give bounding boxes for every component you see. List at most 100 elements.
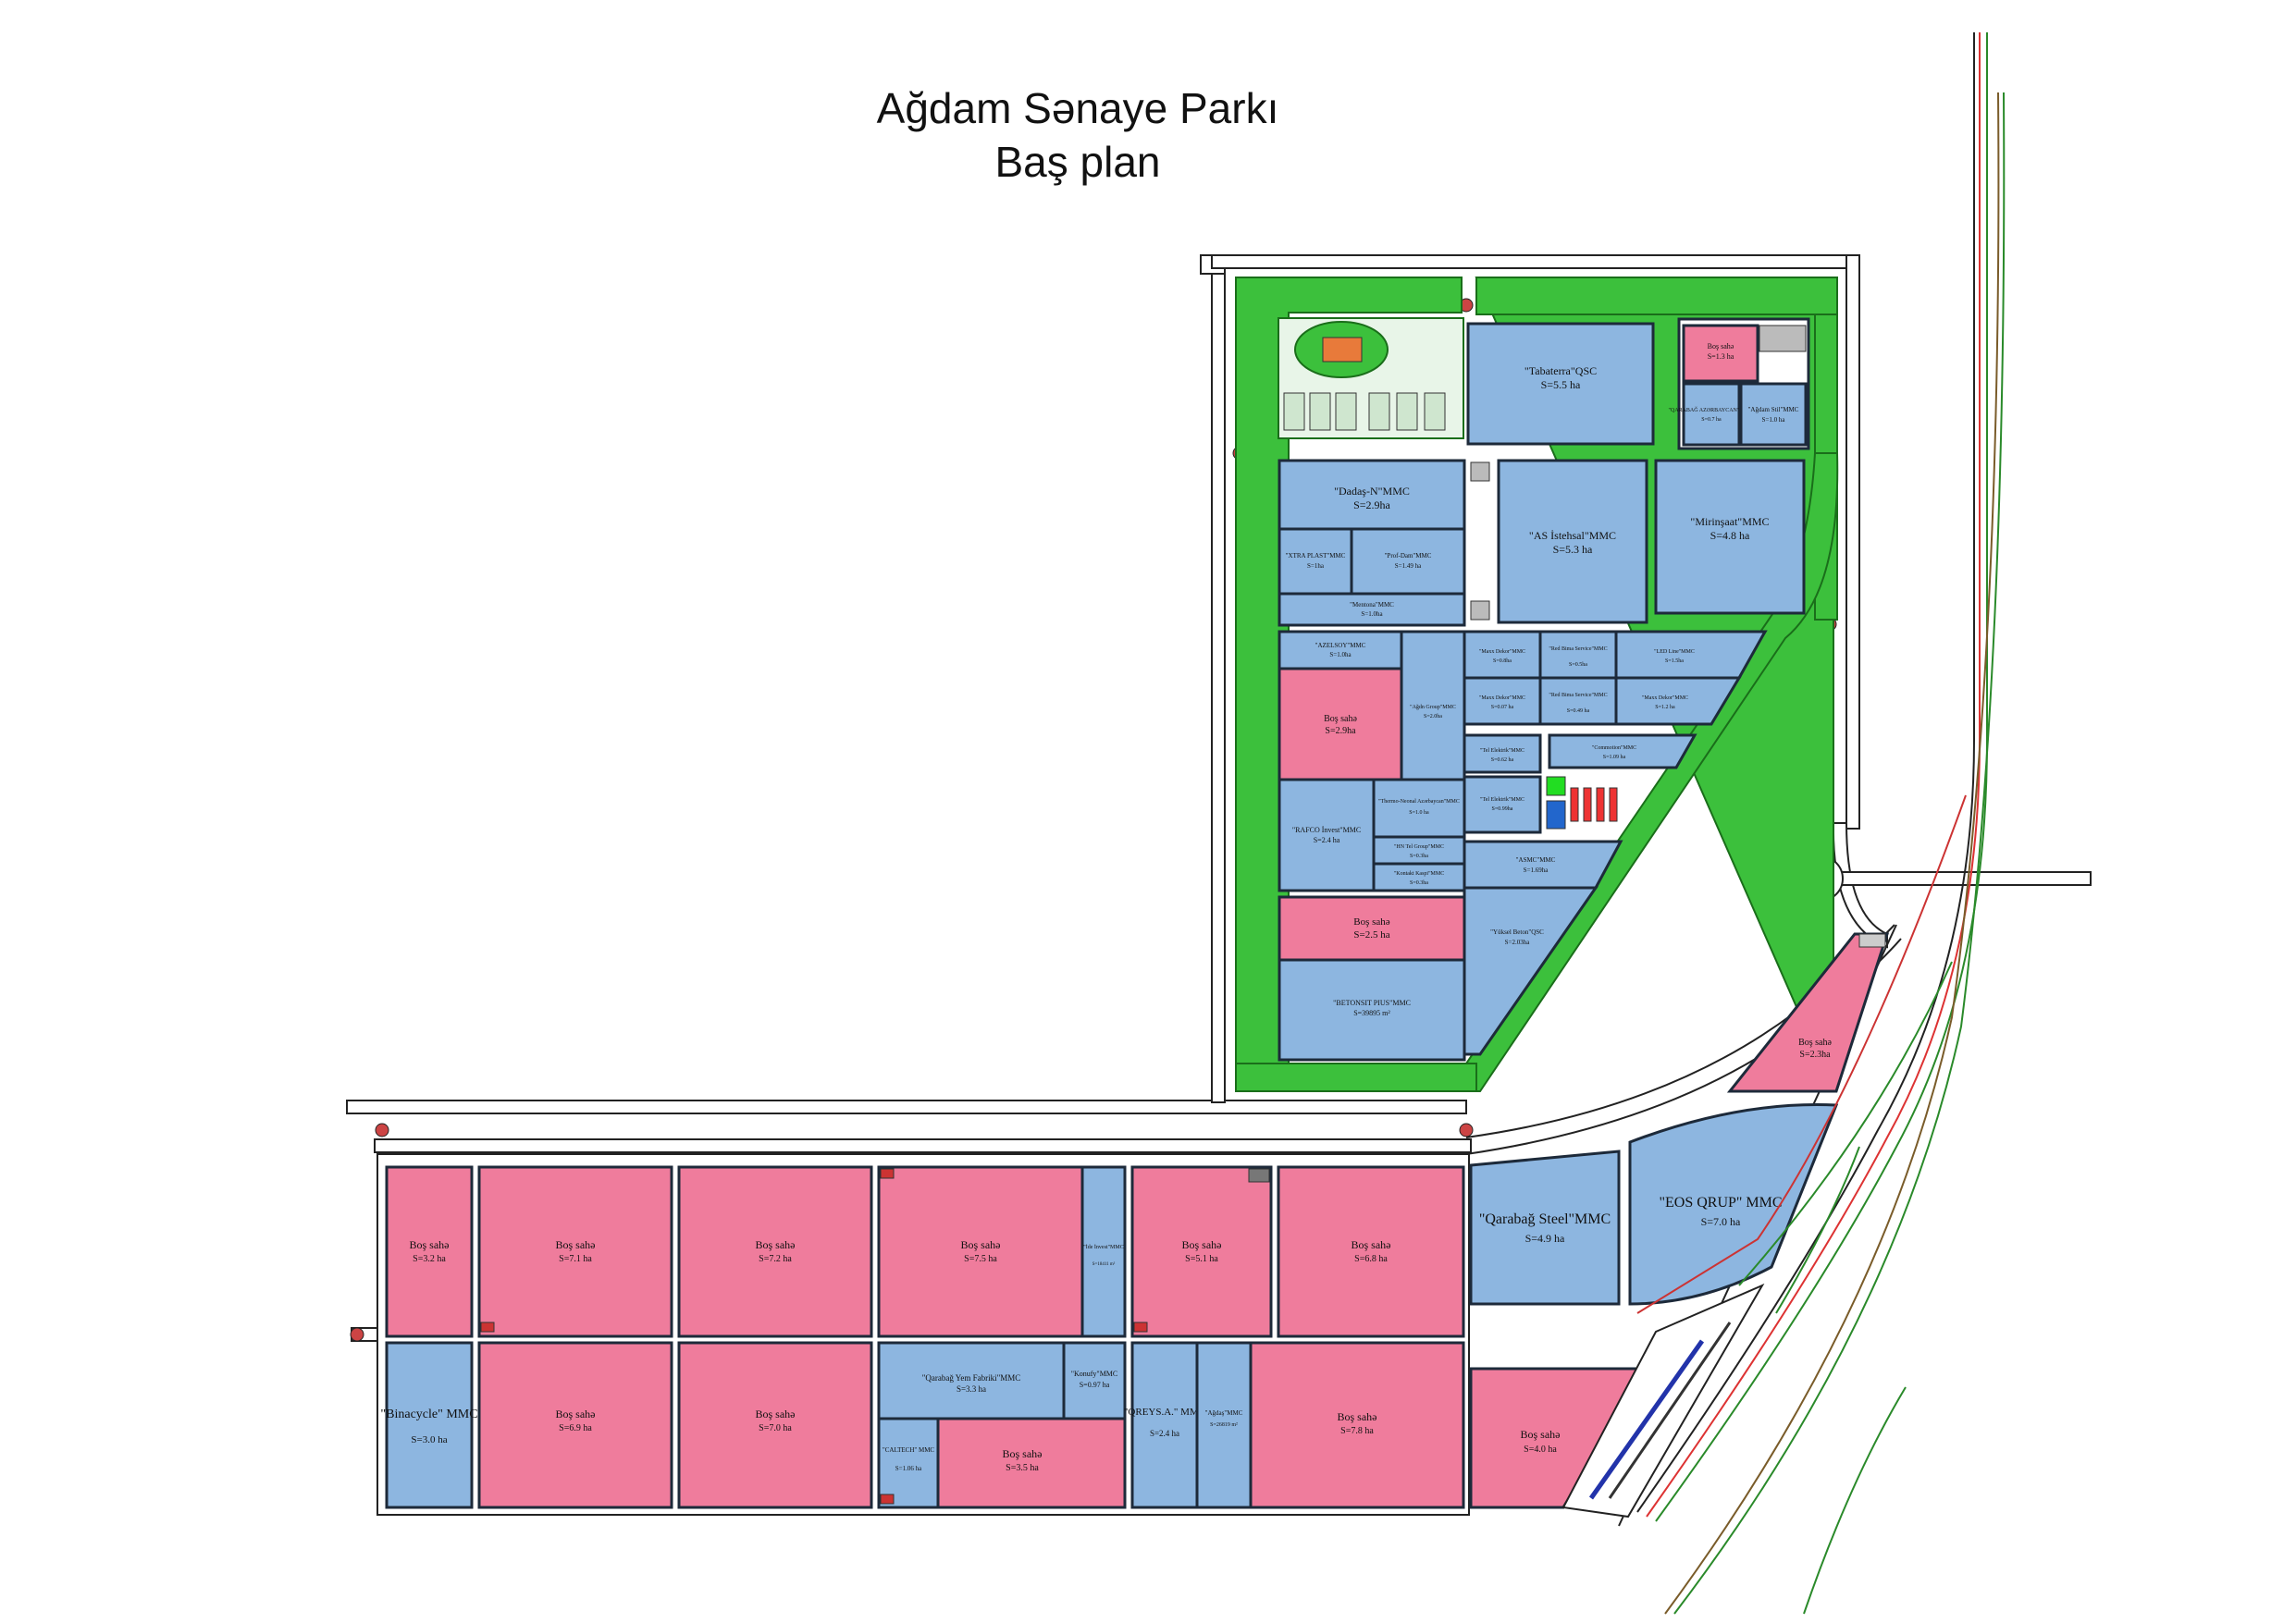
plot-label-name: "Maxx Dekor"MMC (1479, 649, 1525, 655)
plot-label-area: S=26819 m² (1210, 1422, 1238, 1428)
plot-qreys[interactable] (1130, 1341, 1199, 1509)
plot-label-name: "Red Bima Service"MMC (1549, 646, 1607, 652)
plot-label-name: Boş sahə (1352, 1238, 1391, 1251)
plan-title: Ağdam Sənaye Parkı Baş plan (0, 81, 2155, 189)
plot-mirinsaat[interactable] (1654, 459, 1806, 615)
facility-icon (1609, 787, 1618, 822)
plot-bos-r1-3[interactable] (677, 1165, 873, 1338)
plot-thermo[interactable] (1372, 778, 1466, 839)
rail-spur-green-3 (1803, 1386, 1907, 1615)
plot-ide-invest[interactable] (1080, 1165, 1127, 1338)
plot-label-name: "AZELSOY"MMC (1315, 642, 1366, 649)
plot-yuksel[interactable] (1463, 886, 1599, 1056)
plot-tel-elektrik-2[interactable] (1463, 775, 1542, 834)
plot-label-name: Boş sahə (961, 1238, 1001, 1251)
plot-label-area: S=7.1 ha (559, 1254, 592, 1264)
building-icon (1283, 392, 1305, 431)
plot-label-name: "AS İstehsal"MMC (1529, 529, 1616, 542)
plot-label-area: S=3.5 ha (1006, 1463, 1039, 1473)
plot-kontakt[interactable] (1372, 862, 1466, 892)
plot-label-area: S=0.3ha (1410, 880, 1428, 886)
building-icon (1133, 1322, 1148, 1333)
plot-label-area: S=7.0 ha (759, 1423, 792, 1433)
plot-hn[interactable] (1372, 835, 1466, 866)
plot-label-name: "Commotion"MMC (1592, 745, 1636, 751)
plot-agdam-stil[interactable] (1739, 382, 1808, 447)
plot-red-bima-1[interactable] (1538, 630, 1618, 680)
plot-commotion[interactable] (1548, 733, 1697, 769)
plot-maxx-2[interactable] (1463, 676, 1542, 726)
plot-bos-r1-1[interactable] (385, 1165, 474, 1338)
rail-track (1588, 1339, 1705, 1500)
plot-label-name: Boş sahə (410, 1238, 450, 1251)
plot-label-area: S=1.69ha (1524, 867, 1549, 874)
building-icon (1759, 325, 1807, 352)
plot-rafco[interactable] (1278, 778, 1376, 892)
plot-label-area: S=4.0 ha (1524, 1445, 1557, 1455)
plot-label-area: S=0.99ha (1492, 806, 1513, 812)
plot-bos-r2-3[interactable] (936, 1417, 1127, 1509)
plot-label-name: Boş sahə (556, 1238, 596, 1251)
plot-red-bima-2[interactable] (1538, 676, 1618, 726)
plot-bos-r2-1[interactable] (477, 1341, 673, 1509)
plot-label-name: "QARABAĞ AZƏRBAYCAN" MMC (1668, 406, 1754, 413)
plot-bos-r2-4[interactable] (1249, 1341, 1465, 1509)
facility-icon (1546, 776, 1566, 796)
plot-label-area: S=3.2 ha (413, 1254, 446, 1264)
plot-azelsov[interactable] (1278, 630, 1403, 670)
plot-label-name: "İde İnvest"MMC (1083, 1244, 1123, 1250)
plot-bos-a[interactable] (1278, 667, 1403, 781)
plot-label-area: S=7.8 ha (1340, 1426, 1374, 1436)
plot-label-name: "Maxx Dekor"MMC (1479, 695, 1525, 701)
plot-binacycle[interactable] (385, 1341, 474, 1509)
railway-lines (1636, 32, 2006, 1615)
plot-xtra-plast[interactable] (1278, 527, 1353, 596)
plot-label-name: "Red Bima Service"MMC (1549, 693, 1607, 698)
plot-bos-b[interactable] (1278, 895, 1466, 962)
plot-bos-r1-2[interactable] (477, 1165, 673, 1338)
plot-label-area: S=0.97 ha (1080, 1381, 1110, 1389)
plot-maxx-1[interactable] (1463, 630, 1542, 680)
plot-label-name: "Mirinşaat"MMC (1690, 515, 1769, 528)
title-line-1: Ağdam Sənaye Parkı (876, 84, 1279, 132)
plot-mentona[interactable] (1278, 592, 1466, 627)
road-west-horizontal (346, 1100, 1467, 1114)
plot-bos-r1-4[interactable] (877, 1165, 1084, 1338)
plot-label-name: Boş sahə (1353, 916, 1390, 928)
building-icon (880, 1168, 895, 1179)
plot-label-name: Boş sahə (1798, 1038, 1832, 1048)
rail-track (1608, 1322, 1732, 1499)
plot-label-area: S=1.2 ha (1655, 705, 1675, 710)
plot-bos-r1-5[interactable] (1130, 1165, 1273, 1338)
plot-betonsit[interactable] (1278, 958, 1466, 1062)
plot-label-area: S=1.0 ha (1409, 810, 1429, 816)
plot-label-name: "Tel Elektrik"MMC (1480, 748, 1524, 754)
plot-label-area: S=0.7 ha (1701, 417, 1722, 423)
plot-bos-top[interactable] (1682, 324, 1759, 383)
plot-qarabag-yem[interactable] (877, 1341, 1066, 1420)
plot-label-name: Boş sahə (1338, 1410, 1377, 1423)
plot-bos-r2-2[interactable] (677, 1341, 873, 1509)
plot-label-area: S=1ha (1307, 562, 1325, 570)
plot-maxx-3[interactable] (1614, 676, 1742, 726)
plot-tabaterra[interactable] (1466, 322, 1655, 446)
plot-asmc[interactable] (1463, 840, 1623, 890)
plot-qarabag-az[interactable] (1682, 382, 1741, 447)
rail-spur-red (1636, 794, 1967, 1314)
plot-bos-r1-6[interactable] (1277, 1165, 1465, 1338)
plot-label-name: "CALTECH" MMC (883, 1446, 935, 1454)
rail-line-green-2 (1673, 92, 2006, 1615)
plot-label-name: Boş sahə (1182, 1238, 1222, 1251)
plot-qarabag-steel[interactable] (1469, 1150, 1621, 1306)
plot-prof-dam[interactable] (1350, 527, 1466, 596)
plot-label-name: "Binacycle" MMC (380, 1408, 477, 1421)
plot-led-line[interactable] (1614, 630, 1768, 680)
rail-line-red (1646, 32, 1981, 1518)
plot-label-name: "Ağdn Group"MMC (1410, 704, 1456, 710)
plot-tel-elektrik-1[interactable] (1463, 733, 1542, 774)
plot-as-istehsal[interactable] (1497, 459, 1648, 624)
plot-label-area: S=7.0 ha (1701, 1215, 1741, 1228)
plot-label-area: S=3.0 ha (411, 1434, 447, 1445)
sports-field-icon (1322, 337, 1363, 363)
plot-label-area: S=0.49 ha (1567, 708, 1590, 714)
